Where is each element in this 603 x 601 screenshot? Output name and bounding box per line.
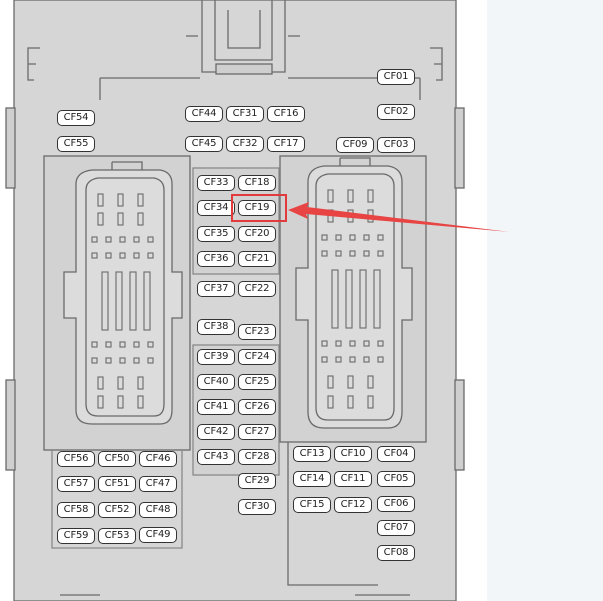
fuse-label-cf09: CF09 bbox=[336, 137, 374, 153]
right-connector bbox=[295, 157, 413, 429]
fuse-label-cf03: CF03 bbox=[377, 137, 415, 153]
fuse-label-cf51: CF51 bbox=[98, 476, 136, 492]
fuse-label-cf17: CF17 bbox=[267, 136, 305, 152]
fuse-label-cf14: CF14 bbox=[293, 471, 331, 487]
right-connector-pins bbox=[321, 189, 384, 409]
highlight-box bbox=[231, 194, 287, 222]
right-tab-upper bbox=[454, 107, 465, 189]
right-tab-lower bbox=[454, 379, 465, 471]
fuse-label-cf15: CF15 bbox=[293, 497, 331, 513]
fuse-label-cf54: CF54 bbox=[57, 110, 95, 126]
left-tab-upper bbox=[5, 107, 16, 189]
fuse-label-cf32: CF32 bbox=[226, 136, 264, 152]
fuse-label-cf57: CF57 bbox=[57, 476, 95, 492]
fuse-label-cf13: CF13 bbox=[293, 446, 331, 462]
fuse-label-cf39: CF39 bbox=[197, 349, 235, 365]
fuse-label-cf27: CF27 bbox=[238, 424, 276, 440]
fuse-label-cf26: CF26 bbox=[238, 399, 276, 415]
fuse-label-cf50: CF50 bbox=[98, 451, 136, 467]
fuse-label-cf21: CF21 bbox=[238, 251, 276, 267]
fuse-label-cf29: CF29 bbox=[238, 473, 276, 489]
fuse-label-cf48: CF48 bbox=[139, 502, 177, 518]
fuse-label-cf42: CF42 bbox=[197, 424, 235, 440]
fuse-label-cf35: CF35 bbox=[197, 226, 235, 242]
fuse-label-cf28: CF28 bbox=[238, 449, 276, 465]
fuse-label-cf24: CF24 bbox=[238, 349, 276, 365]
right-hook bbox=[430, 47, 443, 81]
fuse-label-cf41: CF41 bbox=[197, 399, 235, 415]
fuse-label-cf38: CF38 bbox=[197, 319, 235, 335]
background-panel bbox=[487, 0, 603, 601]
fuse-label-cf23: CF23 bbox=[238, 324, 276, 340]
fuse-label-cf16: CF16 bbox=[267, 106, 305, 122]
fuse-label-cf04: CF04 bbox=[377, 446, 415, 462]
fuse-label-cf55: CF55 bbox=[57, 136, 95, 152]
fuse-label-cf33: CF33 bbox=[197, 175, 235, 191]
fuse-label-cf58: CF58 bbox=[57, 502, 95, 518]
fuse-label-cf53: CF53 bbox=[98, 528, 136, 544]
fuse-label-cf06: CF06 bbox=[377, 496, 415, 512]
left-connector-pins bbox=[91, 193, 154, 409]
fuse-label-cf20: CF20 bbox=[238, 226, 276, 242]
fuse-label-cf36: CF36 bbox=[197, 251, 235, 267]
fuse-label-cf34: CF34 bbox=[197, 200, 235, 216]
fuse-label-cf25: CF25 bbox=[238, 374, 276, 390]
fuse-label-cf12: CF12 bbox=[334, 497, 372, 513]
fuse-label-cf59: CF59 bbox=[57, 528, 95, 544]
fuse-label-cf43: CF43 bbox=[197, 449, 235, 465]
left-tab-lower bbox=[5, 379, 16, 471]
fuse-label-cf10: CF10 bbox=[334, 446, 372, 462]
fuse-label-cf08: CF08 bbox=[377, 545, 415, 561]
fuse-label-cf49: CF49 bbox=[139, 527, 177, 543]
fuse-label-cf18: CF18 bbox=[238, 175, 276, 191]
fuse-label-cf47: CF47 bbox=[139, 476, 177, 492]
fuse-label-cf07: CF07 bbox=[377, 520, 415, 536]
fuse-label-cf37: CF37 bbox=[197, 281, 235, 297]
fuse-label-cf05: CF05 bbox=[377, 471, 415, 487]
fuse-label-cf11: CF11 bbox=[334, 471, 372, 487]
fuse-label-cf31: CF31 bbox=[226, 106, 264, 122]
fuse-label-cf44: CF44 bbox=[185, 106, 223, 122]
fuse-label-cf45: CF45 bbox=[185, 136, 223, 152]
fuse-label-cf01: CF01 bbox=[377, 69, 415, 85]
fuse-label-cf22: CF22 bbox=[238, 281, 276, 297]
fuse-label-cf02: CF02 bbox=[377, 104, 415, 120]
fuse-label-cf40: CF40 bbox=[197, 374, 235, 390]
fuse-label-cf19: CF19 bbox=[238, 200, 276, 216]
fuse-label-cf56: CF56 bbox=[57, 451, 95, 467]
fuse-label-cf30: CF30 bbox=[238, 499, 276, 515]
fuse-label-cf52: CF52 bbox=[98, 502, 136, 518]
fuse-label-cf46: CF46 bbox=[139, 451, 177, 467]
left-hook bbox=[27, 47, 40, 81]
